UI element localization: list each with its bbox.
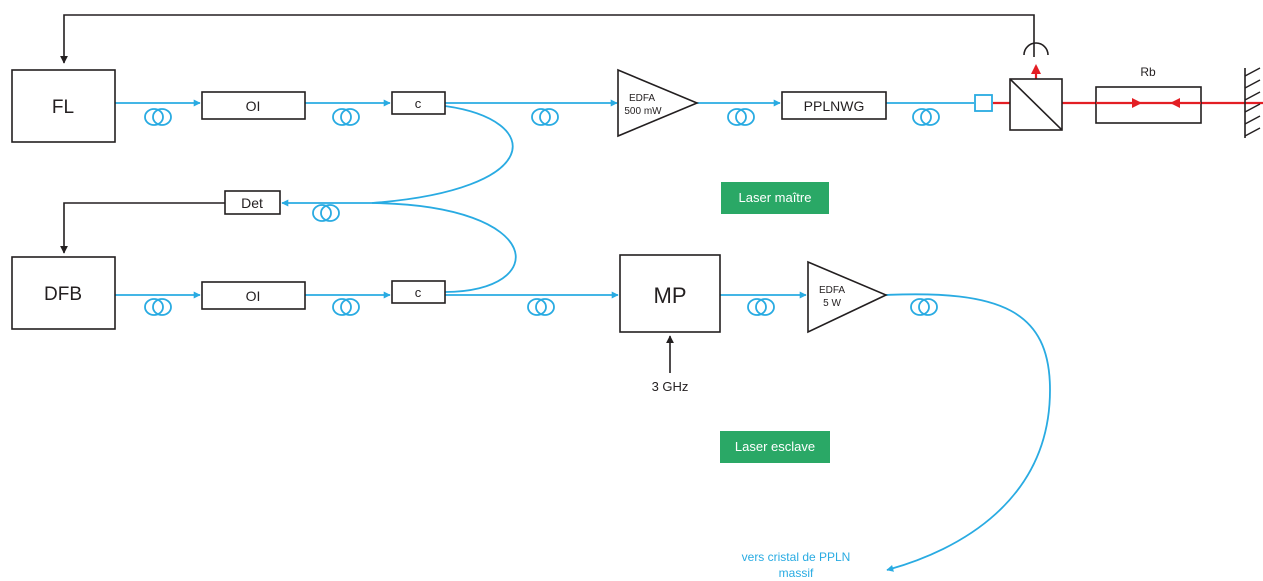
coupler-top-label: c <box>415 96 422 111</box>
phase-modulator <box>619 254 721 333</box>
edfa-top-label-line2: 500 mW <box>624 106 662 117</box>
fiber-coil-6 <box>312 204 340 222</box>
fiber-coil-3 <box>531 108 559 126</box>
rubidium-cell <box>1095 86 1202 124</box>
fiber-coil-9 <box>527 298 555 316</box>
beam-splitter-diagonal <box>1009 78 1063 131</box>
edfa-bottom-label-line2: 5 W <box>823 298 841 309</box>
fiber-coil-10 <box>747 298 775 316</box>
edfa-top <box>617 68 700 138</box>
fiber-coil-4 <box>727 108 755 126</box>
ppln-waveguide <box>781 91 887 120</box>
optical-isolator-top-label: OI <box>246 98 261 114</box>
fiber-coupler-bottom-to-det <box>371 202 517 293</box>
badge-slave-label: Laser esclave <box>735 439 815 454</box>
detector-label: Det <box>241 195 263 211</box>
output-label-line1: vers cristal de PPLN <box>742 550 851 564</box>
dfb-label: DFB <box>44 284 82 305</box>
fiber-coil-8 <box>332 298 360 316</box>
fiber-output <box>884 293 1051 572</box>
coupler-bottom-label: c <box>415 285 422 300</box>
rf-source-label: 3 GHz <box>652 379 689 394</box>
fiber-coil-7 <box>144 298 172 316</box>
fl-block <box>11 69 116 143</box>
fiber-coil-5 <box>912 108 940 126</box>
edfa-bottom <box>807 260 888 334</box>
optical-isolator-bottom <box>201 281 306 310</box>
fiber-collimator <box>974 94 993 112</box>
edfa-top-label-line1: EDFA <box>629 93 655 104</box>
dfb-block <box>11 256 116 330</box>
optical-isolator-bottom-label: OI <box>246 288 261 304</box>
return-arrow-inside <box>1170 98 1180 108</box>
fiber-coupler-top-to-det <box>371 105 514 204</box>
badge-slave <box>720 431 830 463</box>
mirror <box>1244 67 1261 138</box>
feedback-line-fl <box>60 14 1035 64</box>
fl-label: FL <box>52 97 74 118</box>
rubidium-cell-label: Rb <box>1140 65 1156 79</box>
fiber-coil-1 <box>144 108 172 126</box>
photodiode <box>1023 42 1049 56</box>
coupler-bottom <box>391 280 446 304</box>
forward-arrow-inside <box>1132 98 1142 108</box>
output-label-line2: massif <box>779 566 814 580</box>
fiber-coil-11 <box>910 298 938 316</box>
feedback-line-dfb <box>60 202 225 254</box>
optical-isolator-top <box>201 91 306 120</box>
fiber-coil-2 <box>332 108 360 126</box>
laser-beam-up-arrow <box>1031 64 1041 74</box>
ppln-waveguide-label: PPLNWG <box>804 98 865 114</box>
edfa-bottom-label-line1: EDFA <box>819 285 845 296</box>
phase-modulator-label: MP <box>654 283 687 308</box>
badge-master-label: Laser maître <box>739 190 812 205</box>
badge-master <box>721 182 829 214</box>
coupler-top <box>391 91 446 115</box>
detector <box>224 190 281 215</box>
